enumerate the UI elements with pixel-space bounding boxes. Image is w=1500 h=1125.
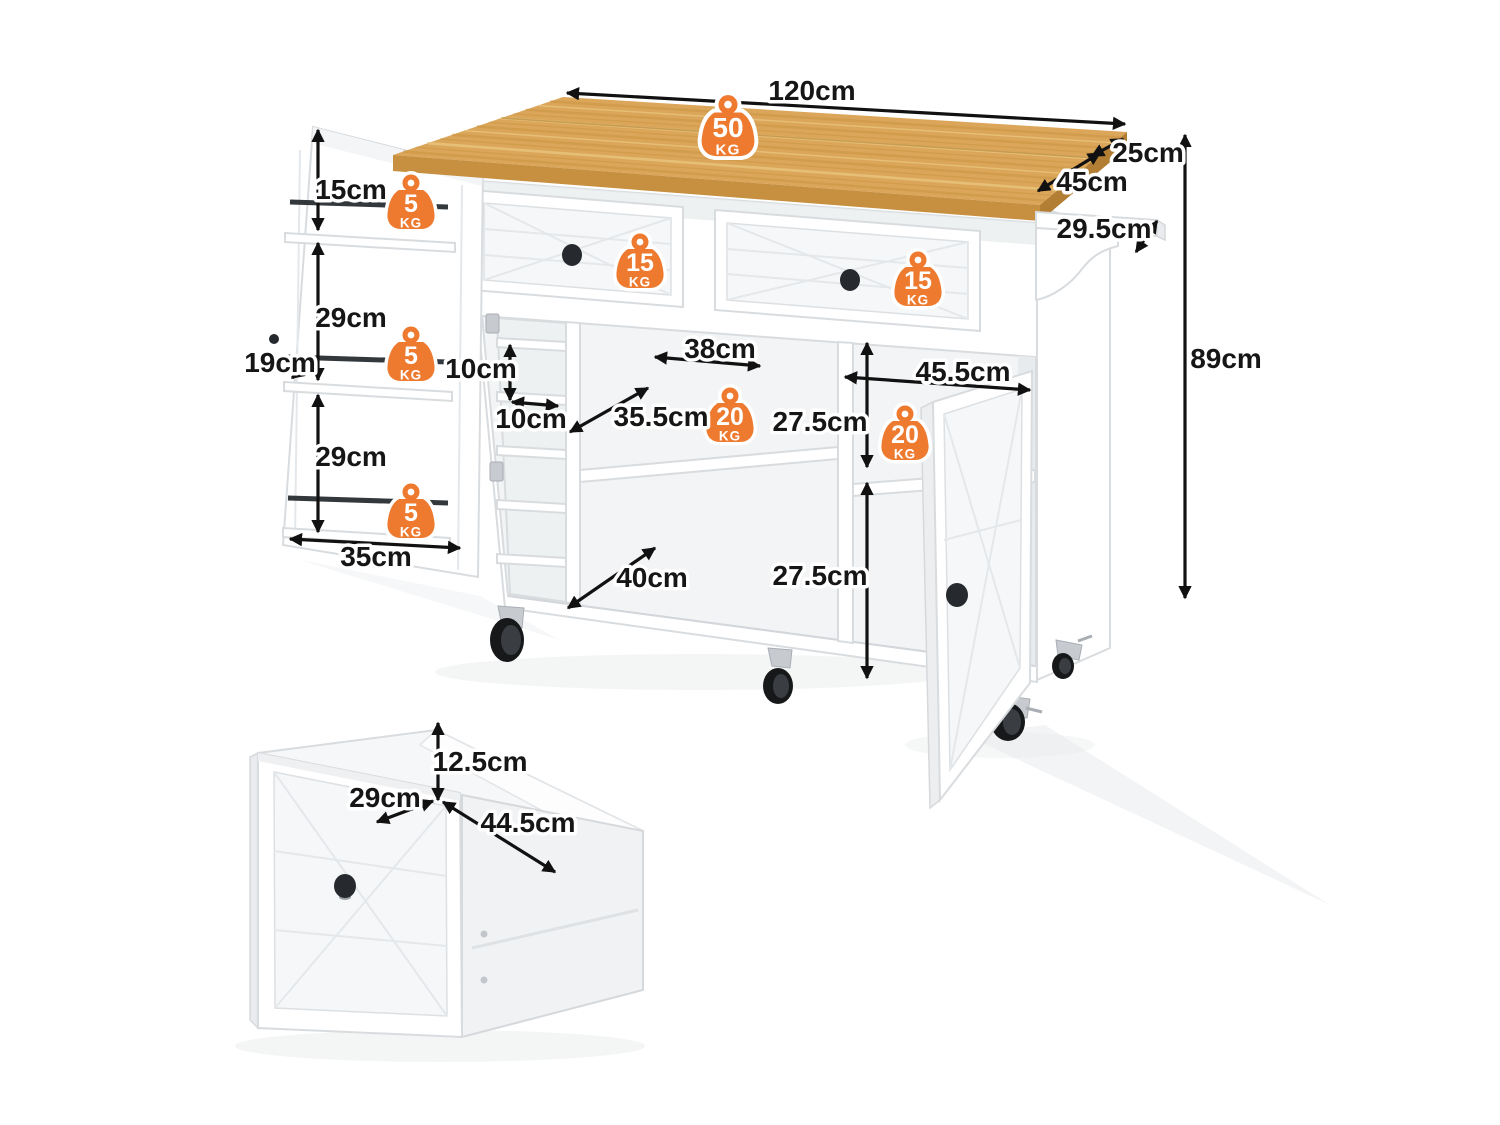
dim-label-towel-rack-length: 29.5cm [1057, 213, 1152, 244]
towel-rack [1035, 210, 1166, 302]
badge-unit: KG [400, 216, 422, 231]
dim-label-wine-cubby-width: 10cm [495, 403, 567, 434]
weight-badge-door-shelf-top: 5KG [383, 171, 439, 233]
right-barn-door [920, 369, 1034, 810]
wood-grain-line [403, 150, 1046, 202]
right-drawer-knob [840, 269, 860, 291]
dim-label-fixed-top-depth: 45cm [1056, 166, 1128, 197]
dim-label-countertop-length: 120cm [768, 75, 855, 106]
right-drawer [714, 208, 981, 333]
badge-unit: KG [400, 368, 422, 383]
badge-unit: KG [907, 293, 929, 308]
right-door-knob [946, 583, 968, 607]
towel-bracket [1035, 226, 1119, 302]
door-floor-shadow [965, 725, 1330, 905]
badge-value: 5 [404, 342, 418, 370]
caster-front-left [490, 605, 525, 662]
dim-label-cart-height: 89cm [1190, 343, 1262, 374]
dim-arrow-middle-shelf-depth [568, 386, 650, 434]
dim-label-drawer-width: 29cm [349, 782, 421, 813]
badge-value: 20 [716, 403, 744, 431]
dim-label-bottom-shelf-depth: 40cm [616, 562, 688, 593]
dim-label-door-shelf-bottom-height: 29cm [315, 441, 387, 472]
badge-value: 20 [891, 421, 919, 449]
dim-arrow-drawer-width [375, 798, 435, 825]
badge-value: 5 [404, 499, 418, 527]
badge-unit: KG [719, 429, 741, 444]
drawer-box-knob [334, 874, 356, 898]
dim-label-wine-cubby-height: 10cm [445, 353, 517, 384]
dim-arrow-middle-shelf-width [653, 351, 762, 372]
dim-label-door-width: 35cm [340, 541, 412, 572]
countertop-front-edge [393, 155, 1040, 221]
dim-arrow-drawer-depth [441, 800, 557, 874]
wood-grain-line [464, 129, 1077, 176]
dim-label-right-cabinet-width: 45.5cm [916, 356, 1011, 387]
dim-arrow-countertop-length [565, 86, 1127, 131]
wood-grain-line [452, 133, 1071, 181]
dim-label-middle-shelf-width: 38cm [684, 333, 756, 364]
dim-arrow-fixed-top-depth [1036, 151, 1102, 193]
dim-label-drawer-depth: 44.5cm [481, 807, 576, 838]
dimension-arrows [288, 86, 1192, 874]
badge-value: 15 [626, 249, 654, 277]
badge-unit: KG [894, 447, 916, 462]
dim-label-right-upper-height: 27.5cm [773, 406, 868, 437]
dim-label-drop-leaf-depth: 25cm [1112, 137, 1184, 168]
dim-label-drawer-height: 12.5cm [433, 746, 528, 777]
weight-badge-door-shelf-mid: 5KG [383, 323, 439, 385]
dim-label-right-lower-height: 27.5cm [773, 560, 868, 591]
door-shelf-1 [284, 231, 456, 254]
badge-value: 15 [904, 267, 932, 295]
door-shelf-2 [283, 380, 453, 403]
dim-label-door-shelf-top-height: 15cm [315, 174, 387, 205]
badge-unit: KG [400, 525, 422, 540]
dim-arrow-wine-cubby-width [510, 396, 560, 412]
weight-badge-door-shelf-bottom: 5KG [383, 480, 439, 542]
wood-grain-line [415, 146, 1052, 197]
hinge-bottom [489, 461, 504, 482]
wood-grain-line [476, 125, 1083, 171]
dim-arrow-door-width [288, 532, 462, 555]
dim-arrow-towel-rack-length [1134, 219, 1159, 254]
divider-left [565, 320, 581, 608]
divider-center [837, 340, 854, 645]
badge-value: 5 [404, 190, 418, 218]
caster-front-center [763, 647, 793, 704]
dim-arrow-door-shelf-depth [290, 359, 316, 380]
dim-arrow-bottom-shelf-depth [566, 546, 657, 610]
hinge-top [485, 313, 500, 334]
left-drawer-knob [562, 244, 582, 266]
caster-rear-right [1052, 634, 1093, 679]
dim-label-door-shelf-depth: 19cm [244, 347, 316, 378]
dim-arrow-right-cabinet-width [843, 371, 1032, 396]
dim-label-middle-shelf-depth: 35.5cm [614, 401, 709, 432]
badge-value: 50 [712, 112, 743, 143]
badge-unit: KG [716, 141, 741, 158]
badge-unit: KG [629, 275, 651, 290]
left-door-knob [269, 334, 279, 344]
dim-label-door-shelf-mid-height: 29cm [315, 302, 387, 333]
wood-grain-line [439, 138, 1065, 186]
wood-grain-line [427, 141, 1058, 192]
floor-shadows [235, 560, 1330, 1062]
